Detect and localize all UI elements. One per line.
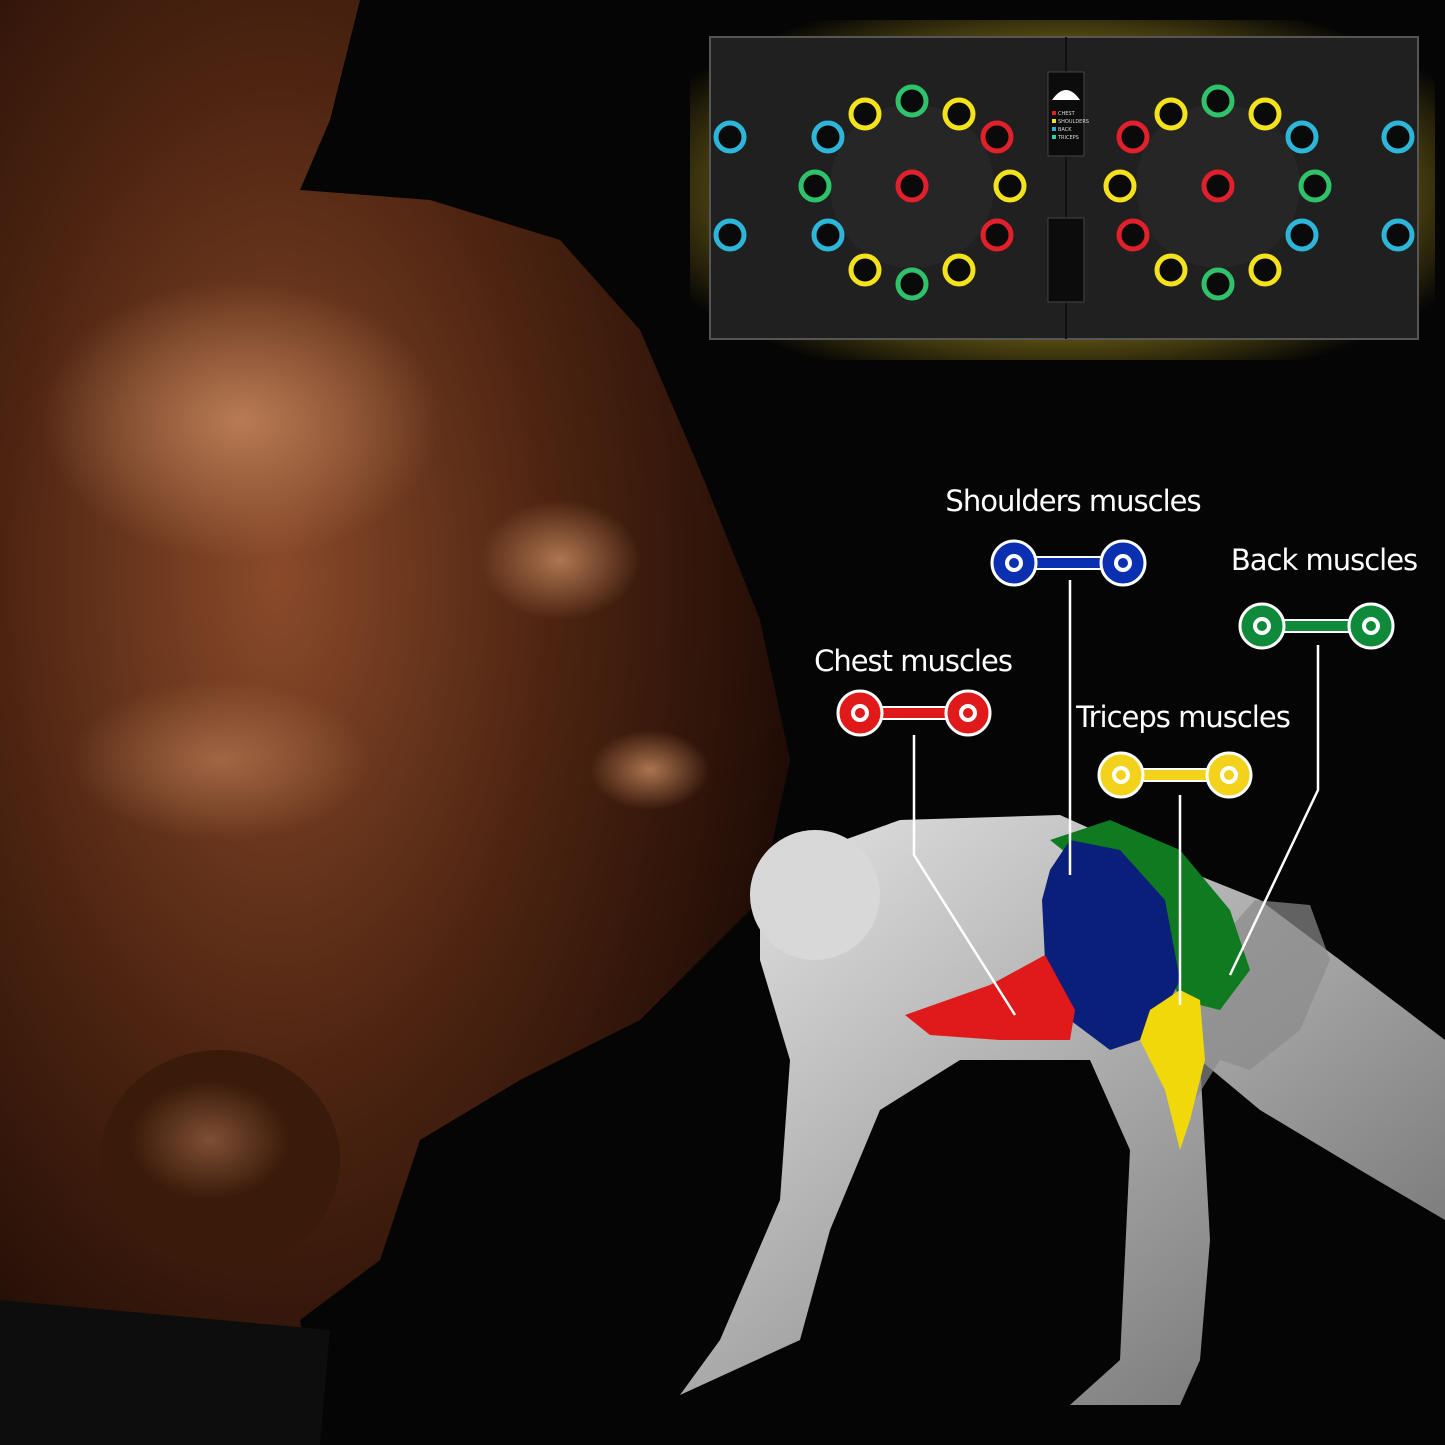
ring-red: [1201, 169, 1235, 203]
legend-label: SHOULDERS: [1058, 119, 1089, 125]
ring-cyan: [811, 120, 845, 154]
dumbbell-icon: [836, 689, 992, 737]
ring-cyan: [811, 218, 845, 252]
ring-yellow: [1248, 253, 1282, 287]
ring-cyan: [713, 120, 747, 154]
legend-swatch: [1052, 119, 1056, 123]
ring-cyan: [1381, 218, 1415, 252]
pushup-board: CHEST SHOULDERS BACK TRICEPS: [690, 20, 1435, 360]
ring-yellow: [1248, 97, 1282, 131]
ring-red: [980, 120, 1014, 154]
ring-cyan: [1285, 120, 1319, 154]
ring-red: [895, 169, 929, 203]
ring-green: [895, 84, 929, 118]
legend-label: BACK: [1058, 127, 1072, 133]
ring-green: [798, 169, 832, 203]
ring-yellow: [1154, 97, 1188, 131]
ring-yellow: [848, 97, 882, 131]
leader-lines: [912, 580, 1320, 1016]
ring-yellow: [942, 97, 976, 131]
ring-yellow: [993, 169, 1027, 203]
ring-red: [980, 218, 1014, 252]
ring-red: [1116, 218, 1150, 252]
label-triceps: Triceps muscles: [1076, 700, 1291, 734]
label-back: Back muscles: [1230, 543, 1418, 577]
ring-yellow: [848, 253, 882, 287]
ring-yellow: [1154, 253, 1188, 287]
ring-cyan: [1381, 120, 1415, 154]
legend-swatch: [1052, 111, 1056, 115]
ring-red: [1116, 120, 1150, 154]
ring-green: [1298, 169, 1332, 203]
legend-label: TRICEPS: [1057, 135, 1079, 141]
board-logo: [1052, 90, 1080, 100]
legend-swatch: [1052, 135, 1056, 139]
ring-cyan: [713, 218, 747, 252]
legend-swatch: [1052, 127, 1056, 131]
chest-muscle: [905, 955, 1075, 1040]
label-chest: Chest muscles: [814, 644, 1013, 678]
muscle-diagram: [680, 815, 1445, 1405]
ring-yellow: [1103, 169, 1137, 203]
legend-label: CHEST: [1058, 111, 1076, 117]
ring-green: [1201, 84, 1235, 118]
dumbbell-icon: [1238, 602, 1395, 650]
dumbbell-icon: [1097, 751, 1253, 799]
ring-green: [1201, 267, 1235, 301]
ring-yellow: [942, 253, 976, 287]
dumbbell-icon: [990, 539, 1147, 587]
shoulder-muscle: [1042, 840, 1180, 1050]
ring-cyan: [1285, 218, 1319, 252]
triceps-muscle: [1140, 990, 1205, 1150]
label-shoulders: Shoulders muscles: [945, 484, 1201, 518]
ring-green: [895, 267, 929, 301]
athlete-photo: [0, 0, 790, 1445]
